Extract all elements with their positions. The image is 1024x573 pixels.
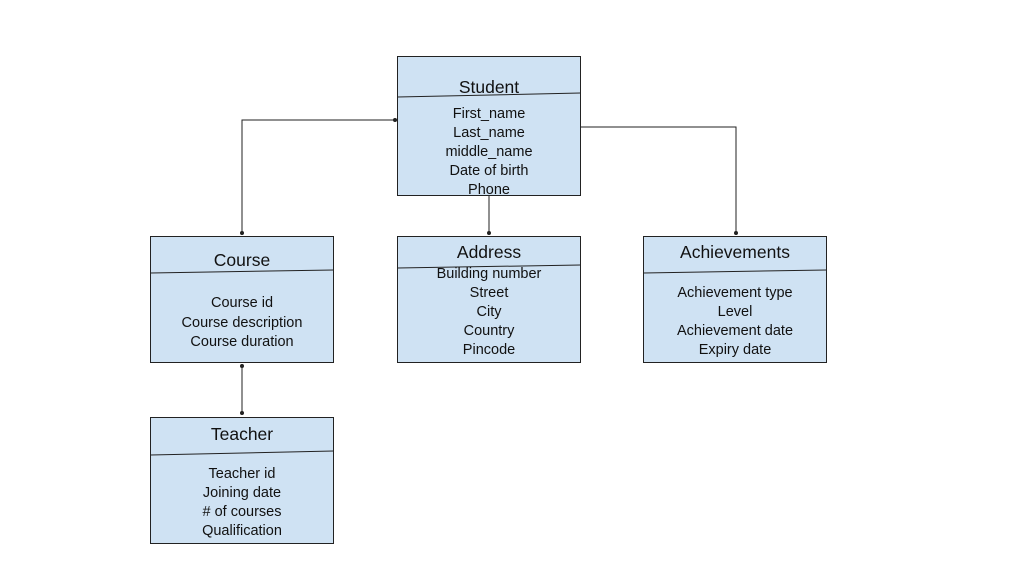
entity-attribute: Course description xyxy=(182,315,303,331)
entity-attribute: Last_name xyxy=(453,125,525,141)
entity-attribute: Expiry date xyxy=(699,342,772,358)
entity-attribute: middle_name xyxy=(445,144,532,160)
entity-address: Address Building number Street City Coun… xyxy=(397,236,581,363)
entity-attribute: Achievement date xyxy=(677,323,793,339)
connector-endpoint xyxy=(240,364,244,368)
entity-title: Student xyxy=(459,77,519,97)
connector-endpoint xyxy=(240,411,244,415)
entity-student: Student First_name Last_name middle_name… xyxy=(397,56,581,198)
entity-teacher: Teacher Teacher id Joining date # of cou… xyxy=(150,417,334,544)
connector-endpoint xyxy=(487,231,491,235)
entity-box xyxy=(150,417,334,544)
entity-attribute: First_name xyxy=(453,106,526,122)
entity-box xyxy=(397,236,581,363)
connector-student-course xyxy=(241,119,397,235)
entity-box xyxy=(397,56,581,196)
connector-endpoint xyxy=(240,231,244,235)
entity-attribute: City xyxy=(477,304,503,320)
entity-attribute: Street xyxy=(470,285,509,301)
entity-course: Course Course id Course description Cour… xyxy=(150,236,334,363)
entity-attribute: Teacher id xyxy=(209,466,276,482)
entity-title: Achievements xyxy=(680,242,790,262)
entity-title: Teacher xyxy=(211,424,273,444)
entity-achievements: Achievements Achievement type Level Achi… xyxy=(643,236,827,363)
entity-divider xyxy=(150,450,334,456)
entity-attribute: Achievement type xyxy=(677,285,792,301)
entity-divider xyxy=(397,92,581,98)
connectors xyxy=(240,118,738,415)
entity-attribute: Building number xyxy=(437,266,542,282)
entity-box xyxy=(643,236,827,363)
entity-title: Course xyxy=(214,250,270,270)
entity-attribute: Level xyxy=(718,304,753,320)
entity-attribute: Course id xyxy=(211,295,273,311)
connector-student-achievements xyxy=(580,126,737,235)
entity-attribute: Pincode xyxy=(463,342,515,358)
entity-title: Address xyxy=(457,242,521,262)
entity-divider xyxy=(397,264,581,269)
entity-box xyxy=(150,236,334,363)
entity-attribute: Qualification xyxy=(202,523,282,539)
entity-attribute: # of courses xyxy=(203,504,282,520)
entity-attribute: Country xyxy=(464,323,516,339)
entity-divider xyxy=(643,269,827,274)
entity-attribute: Date of birth xyxy=(450,163,529,179)
connector-endpoint xyxy=(734,231,738,235)
entity-divider xyxy=(150,269,334,274)
entity-attribute: Phone xyxy=(468,182,510,198)
entity-attribute: Course duration xyxy=(190,334,293,350)
connector-endpoint xyxy=(393,118,397,122)
entity-attribute: Joining date xyxy=(203,485,281,501)
